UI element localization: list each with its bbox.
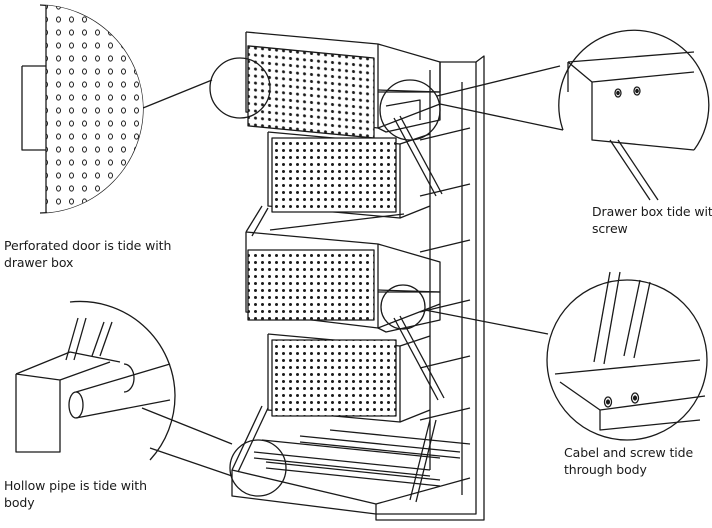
leader-drawer-1 bbox=[436, 65, 561, 97]
callout-label-cable-screw: Cabel and screw tide through body bbox=[564, 444, 693, 478]
detail-cable-screw bbox=[546, 271, 708, 441]
callout-label-hollow-pipe: Hollow pipe is tide with body bbox=[4, 477, 147, 511]
callout-pipe-line-1: Hollow pipe is tide with bbox=[4, 478, 147, 493]
bottom-rack bbox=[231, 429, 471, 515]
drawer-3 bbox=[245, 231, 441, 333]
zoom-circle-drawer bbox=[379, 79, 441, 141]
detail-drawer-screw bbox=[558, 29, 710, 201]
callout-drawer-line-2: screw bbox=[592, 221, 628, 236]
callout-pipe-line-2: body bbox=[4, 495, 35, 510]
leader-pipe-2 bbox=[149, 447, 233, 477]
callout-door-line-1: Perforated door is tide with bbox=[4, 238, 172, 253]
callout-label-perforated-door: Perforated door is tide with drawer box bbox=[4, 237, 171, 271]
zoom-circle-door bbox=[209, 57, 271, 119]
leader-drawer-2 bbox=[439, 103, 564, 131]
leader-door bbox=[142, 79, 213, 109]
zoom-circle-pipe bbox=[229, 439, 287, 497]
drawer-1 bbox=[245, 31, 441, 139]
drawer-2 bbox=[267, 131, 431, 219]
leader-pipe-1 bbox=[141, 407, 233, 445]
drawer-4 bbox=[267, 333, 431, 423]
frame-body bbox=[375, 55, 485, 521]
callout-label-drawer-screw: Drawer box tide with screw bbox=[592, 203, 712, 237]
callout-cable-line-2: through body bbox=[564, 462, 647, 477]
callout-cable-line-1: Cabel and screw tide bbox=[564, 445, 694, 460]
zoom-circle-cable bbox=[380, 284, 426, 330]
detail-perforated-door bbox=[21, 4, 144, 214]
leader-cable bbox=[424, 309, 549, 335]
callout-drawer-line-1: Drawer box tide with bbox=[592, 204, 712, 219]
detail-hollow-pipe bbox=[15, 300, 176, 461]
callout-door-line-2: drawer box bbox=[4, 255, 74, 270]
